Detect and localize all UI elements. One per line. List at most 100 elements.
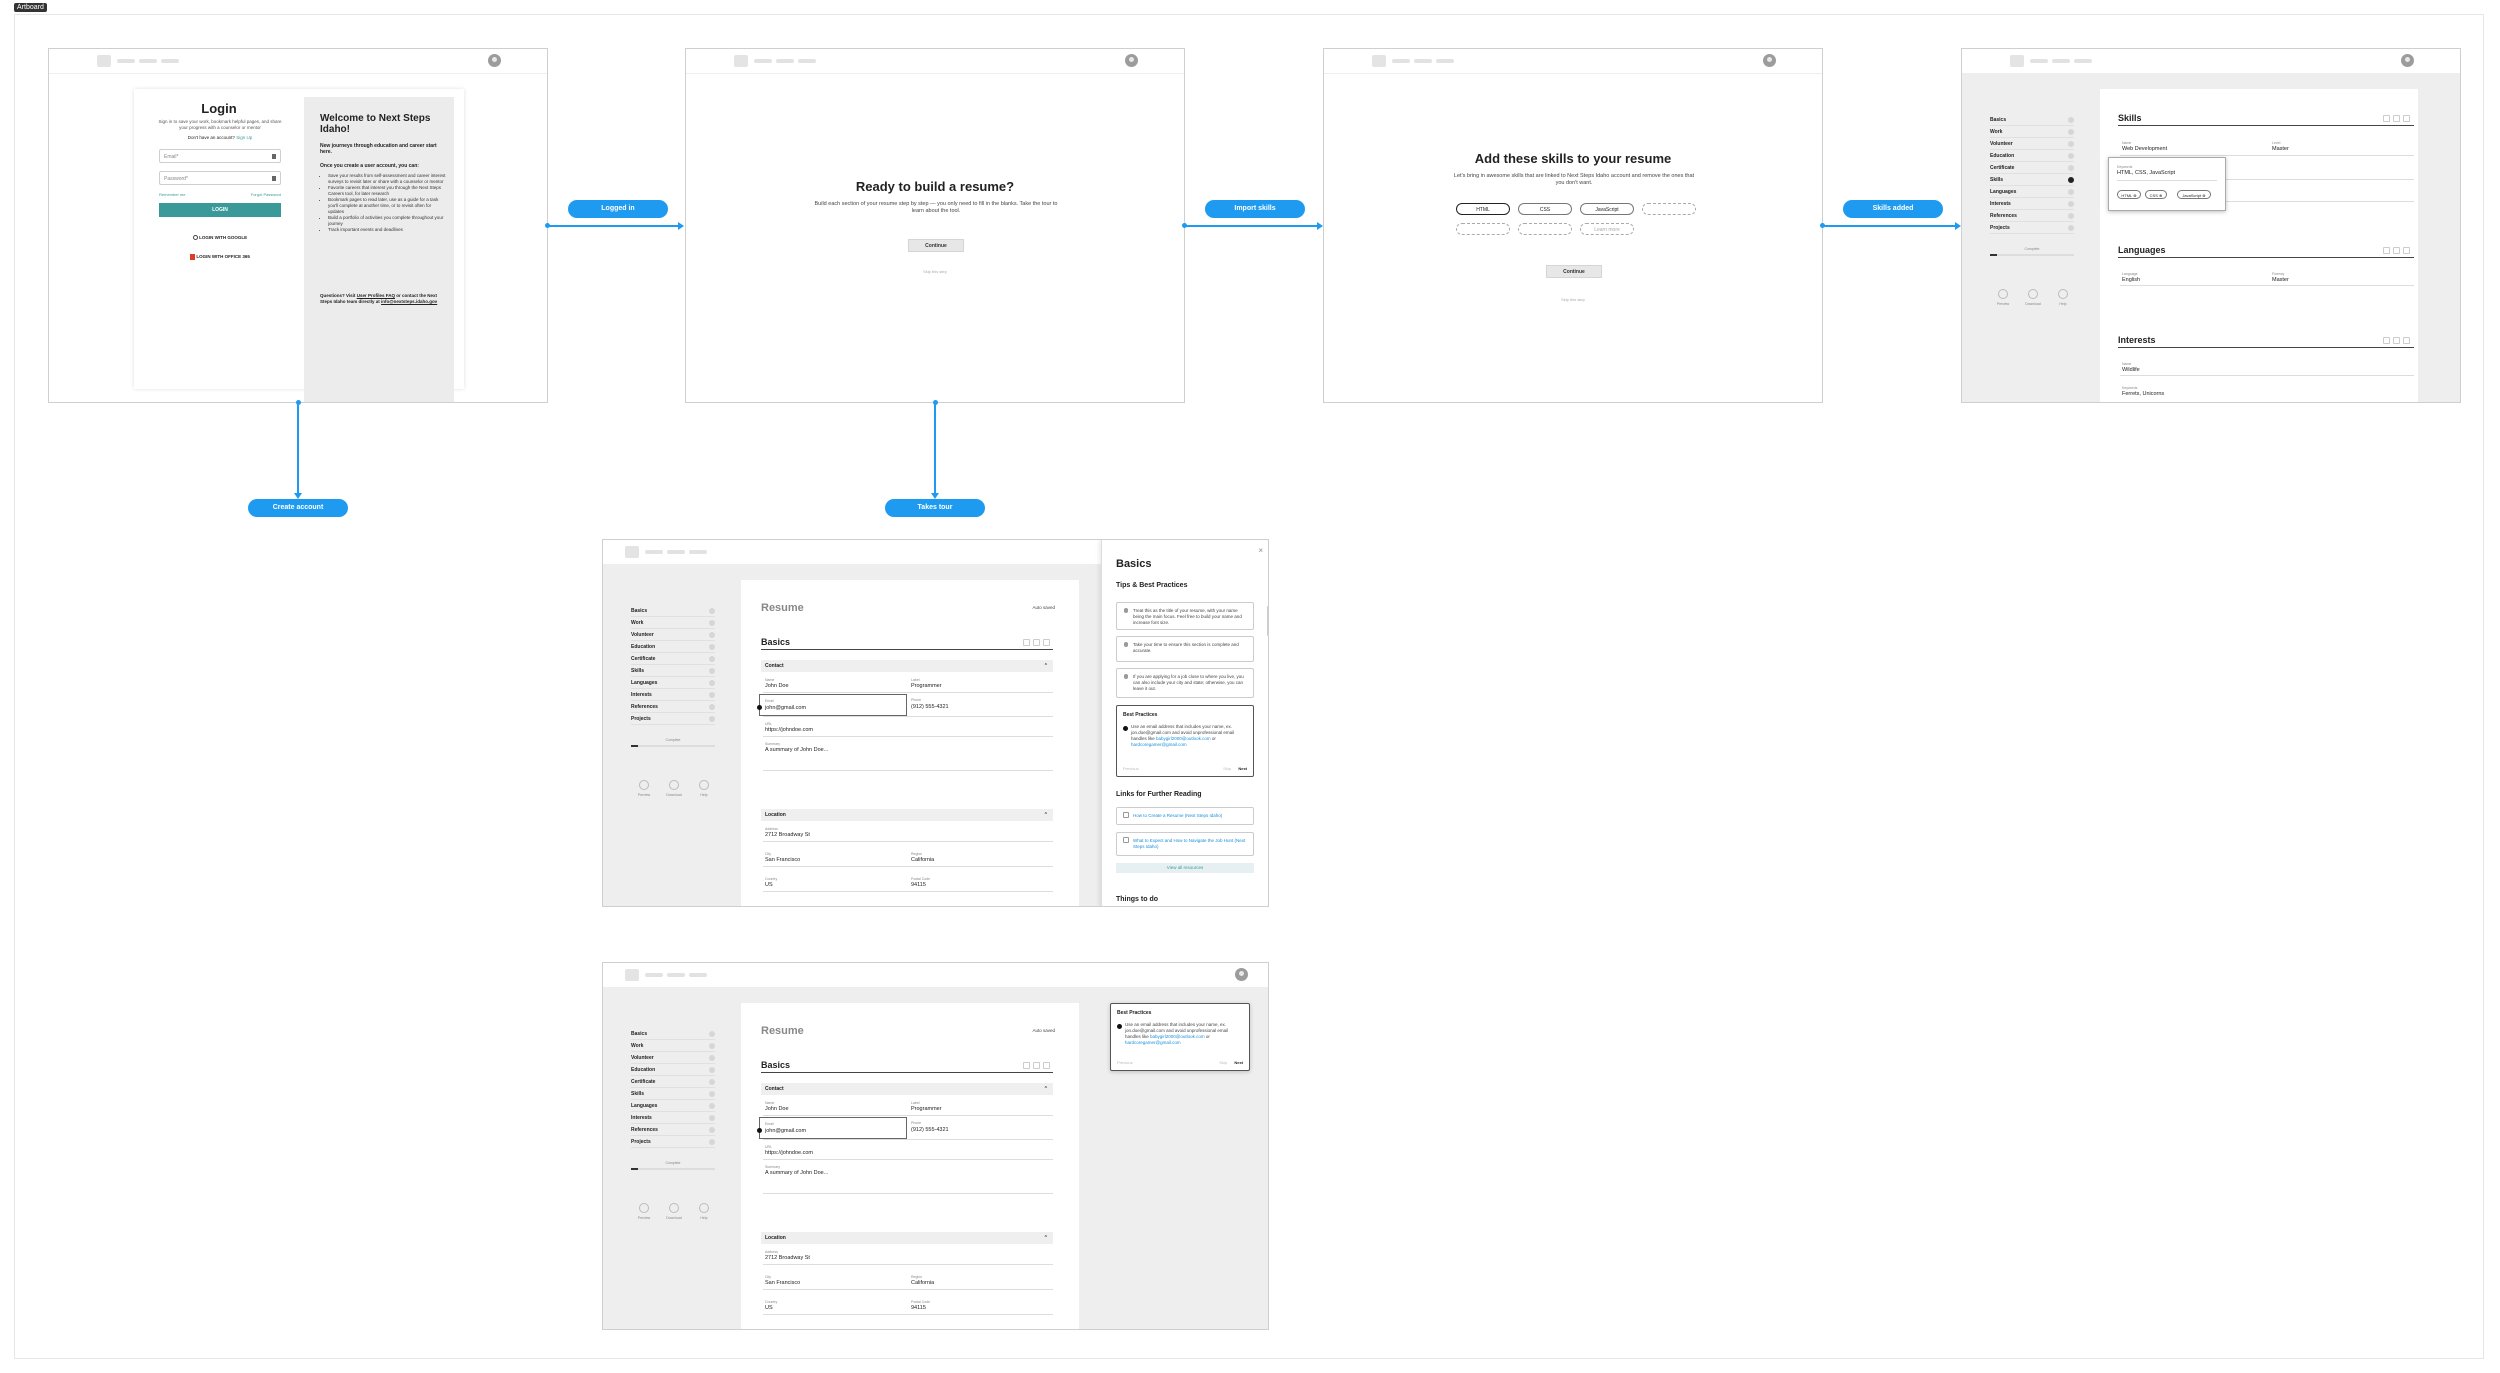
email-field-highlight[interactable]: Email john@gmail.com bbox=[757, 1117, 907, 1139]
avatar-icon[interactable] bbox=[1235, 968, 1248, 981]
delete-icon[interactable] bbox=[2403, 337, 2410, 344]
edit-icon[interactable] bbox=[2393, 337, 2400, 344]
sidebar-item-work[interactable]: Work bbox=[1990, 127, 2074, 138]
add-icon[interactable] bbox=[1023, 639, 1030, 646]
close-icon[interactable]: × bbox=[1258, 546, 1263, 555]
add-icon[interactable] bbox=[2383, 247, 2390, 254]
skill-chip[interactable]: CSS bbox=[1518, 203, 1572, 215]
add-icon[interactable] bbox=[2383, 337, 2390, 344]
skip-link[interactable]: Skip this step bbox=[923, 269, 947, 274]
nav-link[interactable] bbox=[776, 59, 794, 63]
sidebar-item-education[interactable]: Education bbox=[1990, 151, 2074, 162]
download-icon[interactable] bbox=[2028, 289, 2038, 299]
google-login-button[interactable]: LOGIN WITH GOOGLE bbox=[159, 235, 281, 241]
sidebar-item-skills[interactable]: Skills bbox=[631, 1089, 715, 1100]
help-icon[interactable] bbox=[699, 1203, 709, 1213]
avatar-icon[interactable] bbox=[1125, 54, 1138, 67]
nav-link[interactable] bbox=[1414, 59, 1432, 63]
keyword-chip[interactable]: JavaScript ⊗ bbox=[2177, 190, 2211, 199]
view-all-resources-button[interactable]: View all resources bbox=[1116, 863, 1254, 873]
location-header[interactable]: Location⌃ bbox=[761, 809, 1053, 821]
password-field[interactable]: Password* bbox=[159, 171, 281, 185]
delete-icon[interactable] bbox=[2403, 115, 2410, 122]
skip-link[interactable]: Skip bbox=[1219, 1060, 1227, 1065]
forgot-password-link[interactable]: Forgot Password bbox=[250, 192, 281, 197]
signup-link[interactable]: Sign Up bbox=[236, 135, 253, 140]
continue-button[interactable]: Continue bbox=[1546, 265, 1602, 278]
keyword-chip[interactable]: CSS ⊗ bbox=[2145, 190, 2167, 199]
sidebar-item-interests[interactable]: Interests bbox=[631, 690, 715, 701]
nav-link[interactable] bbox=[689, 973, 707, 977]
sidebar-item-projects[interactable]: Projects bbox=[1990, 223, 2074, 234]
faq-link[interactable]: User Profiles FAQ bbox=[356, 293, 395, 298]
sidebar-item-skills[interactable]: Skills bbox=[1990, 175, 2074, 186]
edit-icon[interactable] bbox=[1033, 1062, 1040, 1069]
skill-chip-empty[interactable] bbox=[1642, 203, 1696, 215]
nav-link[interactable] bbox=[139, 59, 157, 63]
login-button[interactable]: LOGIN bbox=[159, 203, 281, 217]
skill-chip[interactable]: JavaScript bbox=[1580, 203, 1634, 215]
nav-link[interactable] bbox=[667, 973, 685, 977]
sidebar-item-interests[interactable]: Interests bbox=[1990, 199, 2074, 210]
sidebar-item-education[interactable]: Education bbox=[631, 1065, 715, 1076]
support-email-link[interactable]: info@nextsteps.idaho.gov bbox=[381, 299, 438, 304]
sidebar-item-basics[interactable]: Basics bbox=[631, 1029, 715, 1040]
email-field[interactable]: Email* bbox=[159, 149, 281, 163]
nav-link[interactable] bbox=[645, 973, 663, 977]
preview-icon[interactable] bbox=[639, 780, 649, 790]
nav-link[interactable] bbox=[117, 59, 135, 63]
contact-header[interactable]: Contact⌃ bbox=[761, 660, 1053, 672]
sidebar-item-languages[interactable]: Languages bbox=[631, 678, 715, 689]
continue-button[interactable]: Continue bbox=[908, 239, 964, 252]
help-icon[interactable] bbox=[2058, 289, 2068, 299]
sidebar-item-references[interactable]: References bbox=[631, 1125, 715, 1136]
nav-link[interactable] bbox=[161, 59, 179, 63]
add-icon[interactable] bbox=[1023, 1062, 1030, 1069]
sidebar-item-languages[interactable]: Languages bbox=[631, 1101, 715, 1112]
next-link[interactable]: Next bbox=[1234, 1060, 1243, 1065]
next-link[interactable]: Next bbox=[1238, 766, 1247, 771]
email-field-highlight[interactable]: Email john@gmail.com bbox=[757, 694, 907, 716]
nav-link[interactable] bbox=[2052, 59, 2070, 63]
sidebar-item-work[interactable]: Work bbox=[631, 618, 715, 629]
contact-header[interactable]: Contact⌃ bbox=[761, 1083, 1053, 1095]
preview-icon[interactable] bbox=[1998, 289, 2008, 299]
nav-link[interactable] bbox=[645, 550, 663, 554]
previous-link[interactable]: Previous bbox=[1123, 766, 1139, 771]
learn-more-chip[interactable]: Learn more bbox=[1580, 223, 1634, 235]
sidebar-item-references[interactable]: References bbox=[1990, 211, 2074, 222]
nav-link[interactable] bbox=[2074, 59, 2092, 63]
sidebar-item-references[interactable]: References bbox=[631, 702, 715, 713]
nav-link[interactable] bbox=[1392, 59, 1410, 63]
download-icon[interactable] bbox=[669, 1203, 679, 1213]
delete-icon[interactable] bbox=[1043, 639, 1050, 646]
delete-icon[interactable] bbox=[1043, 1062, 1050, 1069]
nav-link[interactable] bbox=[689, 550, 707, 554]
edit-icon[interactable] bbox=[2393, 115, 2400, 122]
scrollbar[interactable] bbox=[1267, 606, 1268, 636]
sidebar-item-certificate[interactable]: Certificate bbox=[631, 654, 715, 665]
avatar-icon[interactable] bbox=[1763, 54, 1776, 67]
add-icon[interactable] bbox=[2383, 115, 2390, 122]
previous-link[interactable]: Previous bbox=[1117, 1060, 1133, 1065]
resource-link[interactable]: What to Expect and How to Navigate the J… bbox=[1116, 832, 1254, 856]
sidebar-item-education[interactable]: Education bbox=[631, 642, 715, 653]
resource-link[interactable]: How to Create a Resume (Next Steps Idaho… bbox=[1116, 807, 1254, 825]
avatar-icon[interactable] bbox=[2401, 54, 2414, 67]
skill-chip-empty[interactable] bbox=[1518, 223, 1572, 235]
skip-link[interactable]: Skip bbox=[1223, 766, 1231, 771]
avatar-icon[interactable] bbox=[488, 54, 501, 67]
skill-chip-selected[interactable]: HTML bbox=[1456, 203, 1510, 215]
sidebar-item-certificate[interactable]: Certificate bbox=[1990, 163, 2074, 174]
skip-link[interactable]: Skip this step bbox=[1561, 297, 1585, 302]
preview-icon[interactable] bbox=[639, 1203, 649, 1213]
sidebar-item-volunteer[interactable]: Volunteer bbox=[631, 630, 715, 641]
location-header[interactable]: Location⌃ bbox=[761, 1232, 1053, 1244]
nav-link[interactable] bbox=[2030, 59, 2048, 63]
sidebar-item-interests[interactable]: Interests bbox=[631, 1113, 715, 1124]
edit-icon[interactable] bbox=[2393, 247, 2400, 254]
sidebar-item-projects[interactable]: Projects bbox=[631, 1137, 715, 1148]
skill-chip-empty[interactable] bbox=[1456, 223, 1510, 235]
keywords-popover[interactable]: Keywords HTML, CSS, JavaScript HTML ⊗ CS… bbox=[2108, 157, 2226, 211]
sidebar-item-work[interactable]: Work bbox=[631, 1041, 715, 1052]
